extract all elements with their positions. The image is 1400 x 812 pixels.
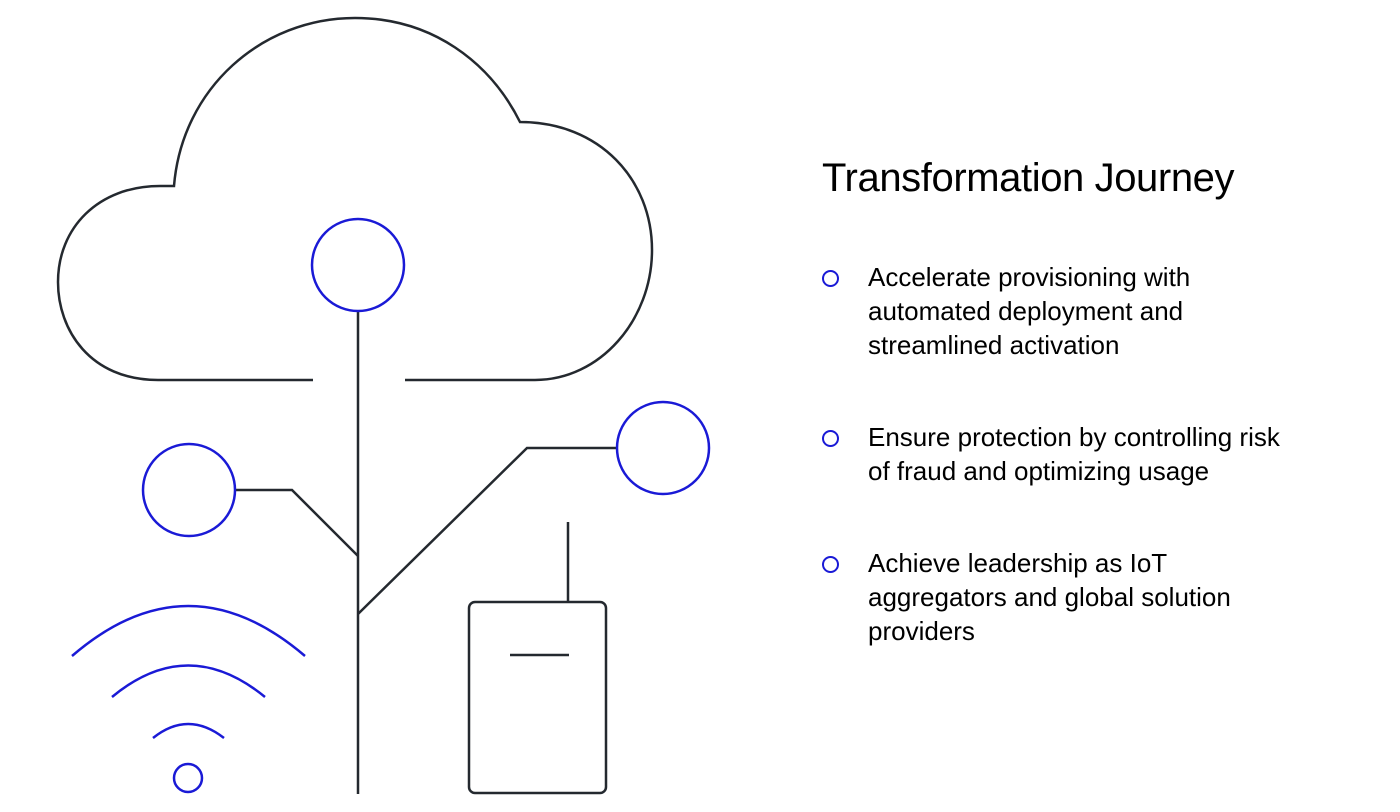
network-node-icon (615, 400, 711, 496)
iot-network-illustration (56, 16, 711, 795)
wifi-icon (71, 604, 306, 794)
list-item: Accelerate provisioning with automated d… (822, 260, 1288, 362)
right-branch-line (357, 446, 617, 615)
list-item-text: Ensure protection by controlling risk of… (868, 422, 1280, 486)
bullet-circle-icon (822, 270, 839, 287)
cloud-icon (56, 16, 654, 382)
left-branch-line (236, 488, 359, 557)
list-item: Ensure protection by controlling risk of… (822, 420, 1288, 488)
list-item-text: Achieve leadership as IoT aggregators an… (868, 548, 1231, 646)
page-title: Transformation Journey (822, 156, 1235, 200)
network-node-icon (141, 442, 237, 538)
list-item: Achieve leadership as IoT aggregators an… (822, 546, 1288, 648)
benefits-list: Accelerate provisioning with automated d… (822, 260, 1362, 648)
bullet-circle-icon (822, 556, 839, 573)
bullet-circle-icon (822, 430, 839, 447)
list-item-text: Accelerate provisioning with automated d… (868, 262, 1191, 360)
content-panel: Transformation Journey Accelerate provis… (822, 150, 1362, 652)
network-node-icon (310, 217, 406, 313)
router-device-icon (467, 522, 608, 795)
